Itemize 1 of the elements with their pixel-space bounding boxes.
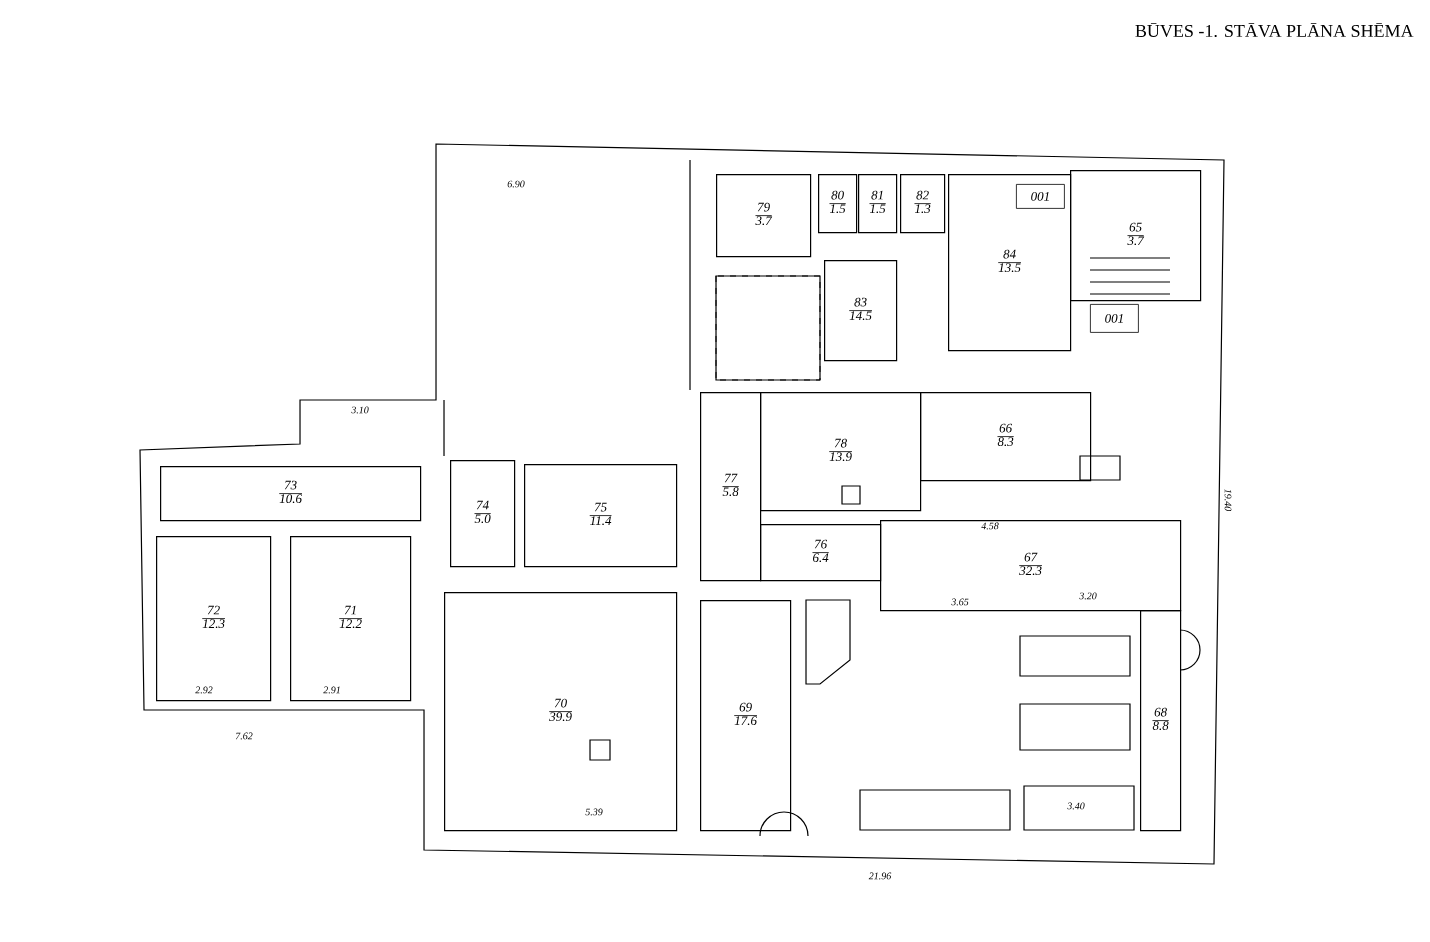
title: BŪVES -1. STĀVA PLĀNA SHĒMA (1135, 22, 1414, 38)
